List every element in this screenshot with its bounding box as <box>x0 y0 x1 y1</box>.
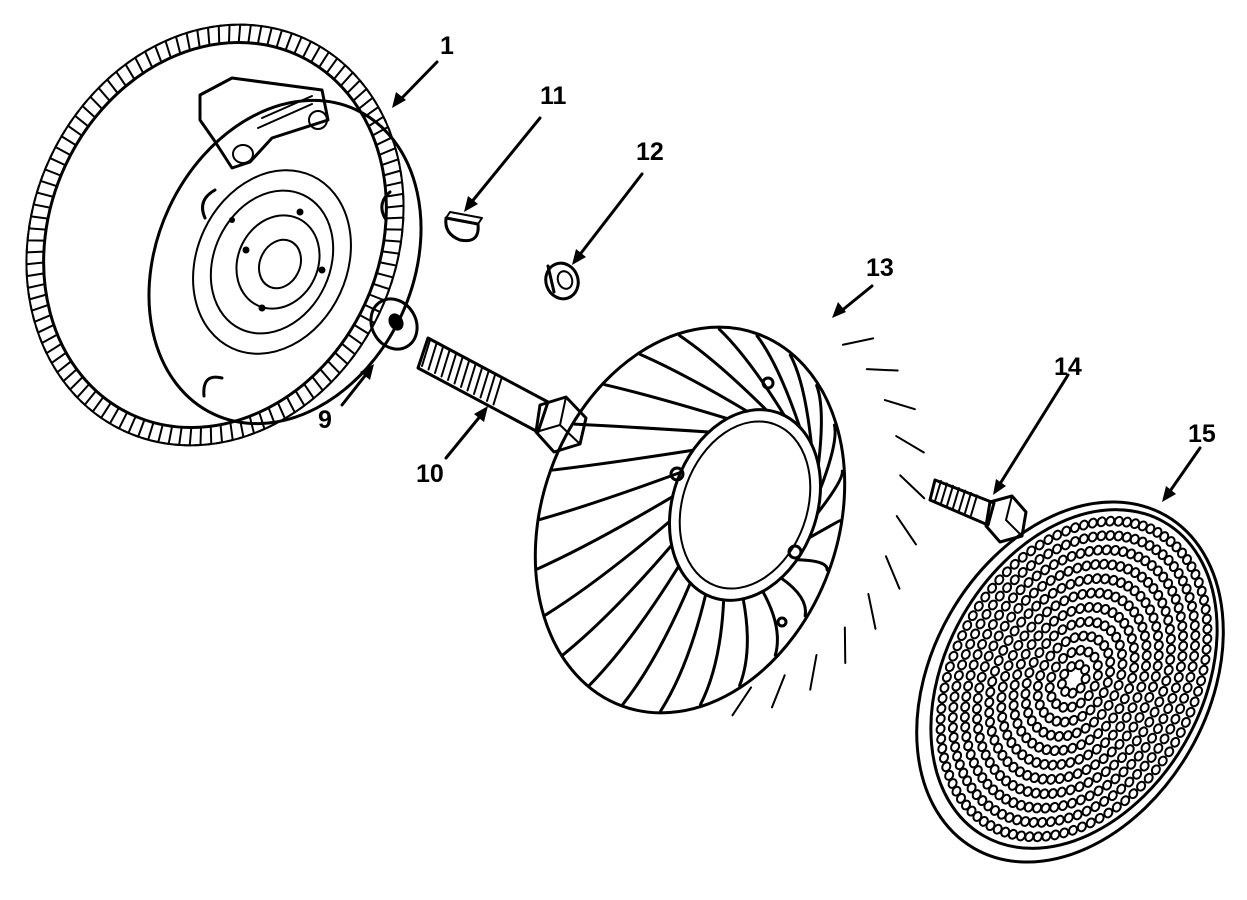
flywheel-ring-gear <box>25 23 405 447</box>
rotating-screen-part-15 <box>915 500 1225 864</box>
callout-labels: 1 9 10 11 12 13 14 15 <box>318 32 1216 488</box>
blower-fan-part-13 <box>533 325 926 717</box>
screw-part-14 <box>928 478 1028 544</box>
callout-14: 14 <box>1054 353 1082 381</box>
screen-perforations <box>935 515 1213 843</box>
flywheel-part-1 <box>25 23 423 447</box>
washer-part-9 <box>369 297 419 351</box>
callout-9: 9 <box>318 406 332 434</box>
callout-11: 11 <box>540 82 567 110</box>
callout-1: 1 <box>440 32 454 60</box>
leader-lines <box>340 60 1202 502</box>
fan-blades <box>536 327 926 717</box>
bolt-part-10 <box>416 336 588 454</box>
callout-12: 12 <box>636 138 664 166</box>
callout-13: 13 <box>866 254 894 282</box>
woodruff-key-part-11 <box>444 211 483 243</box>
bolt-thread <box>421 339 503 406</box>
callout-15: 15 <box>1188 420 1216 448</box>
screw-thread <box>934 480 978 517</box>
callout-10: 10 <box>416 460 444 488</box>
nut-part-12 <box>544 261 580 301</box>
